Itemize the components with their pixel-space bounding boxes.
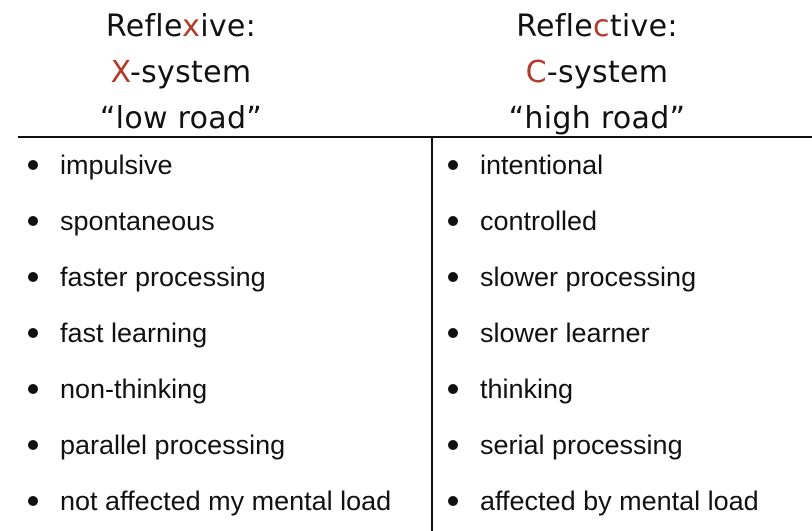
header-divider — [18, 136, 812, 138]
reflective-title-accent: c — [593, 9, 610, 44]
list-item: impulsive — [22, 137, 430, 193]
high-road-label: “high road” — [508, 101, 686, 136]
bullet-icon — [28, 160, 38, 170]
bullet-icon — [28, 384, 38, 394]
bullet-icon — [448, 328, 458, 338]
reflexive-list: impulsive spontaneous faster processing … — [22, 137, 430, 529]
list-item: not affected my mental load — [22, 473, 430, 529]
list-item: faster processing — [22, 249, 430, 305]
c-system-accent: C — [525, 55, 547, 90]
reflexive-title-accent: x — [182, 9, 201, 44]
list-item: serial processing — [442, 417, 810, 473]
low-road-label: “low road” — [99, 101, 263, 136]
reflexive-title: Reflexive: — [105, 9, 257, 44]
bullet-icon — [448, 272, 458, 282]
list-item: parallel processing — [22, 417, 430, 473]
list-item: spontaneous — [22, 193, 430, 249]
list-item: intentional — [442, 137, 810, 193]
bullet-icon — [448, 216, 458, 226]
bullet-icon — [448, 384, 458, 394]
bullet-icon — [448, 160, 458, 170]
list-item: fast learning — [22, 305, 430, 361]
list-item: slower learner — [442, 305, 810, 361]
bullet-icon — [28, 272, 38, 282]
x-system-label: X-system — [110, 55, 252, 90]
list-item: non-thinking — [22, 361, 430, 417]
reflective-title: Reflective: — [516, 9, 678, 44]
bullet-icon — [28, 496, 38, 506]
list-item: thinking — [442, 361, 810, 417]
c-system-label: C-system — [525, 55, 669, 90]
reflexive-header: Reflexive: X-system “low road” — [16, 4, 346, 142]
bullet-icon — [28, 440, 38, 450]
bullet-icon — [448, 440, 458, 450]
column-divider — [431, 136, 433, 531]
bullet-icon — [28, 328, 38, 338]
list-item: controlled — [442, 193, 810, 249]
list-item: affected by mental load — [442, 473, 810, 529]
reflective-header: Reflective: C-system “high road” — [432, 4, 762, 142]
bullet-icon — [28, 216, 38, 226]
list-item: slower processing — [442, 249, 810, 305]
bullet-icon — [448, 496, 458, 506]
reflective-list: intentional controlled slower processing… — [442, 137, 810, 529]
x-system-accent: X — [110, 55, 130, 90]
